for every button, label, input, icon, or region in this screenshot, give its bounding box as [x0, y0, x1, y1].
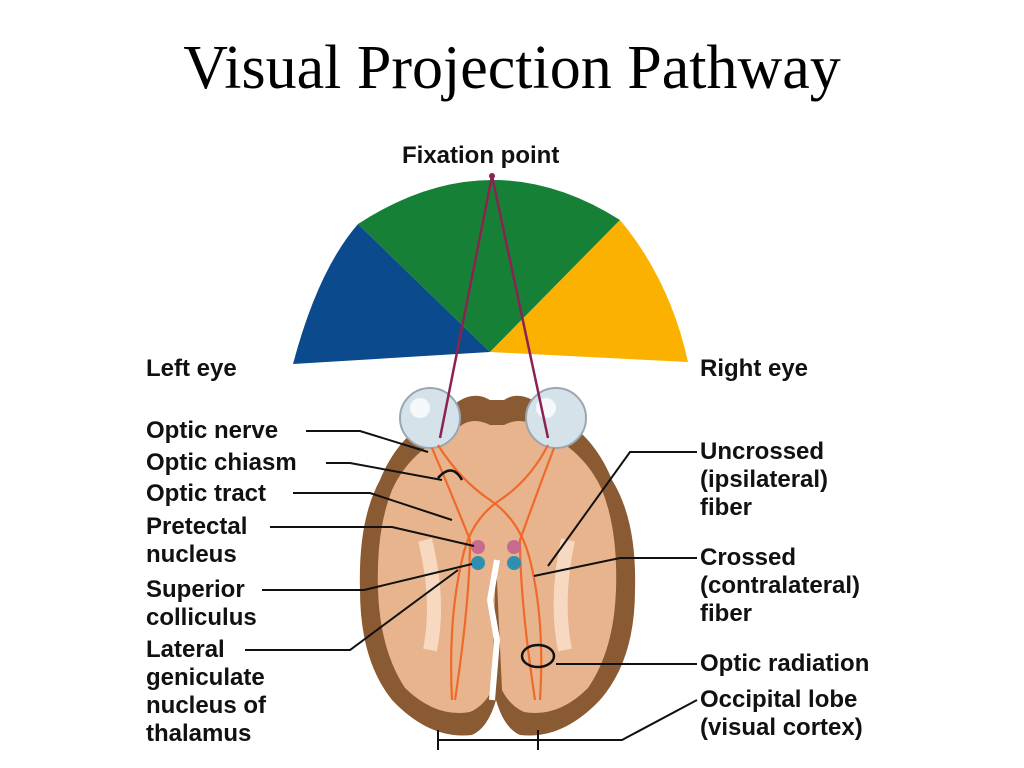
optic-chiasm-marker — [437, 469, 464, 481]
right-eyeball — [525, 387, 587, 449]
superior-colliculus-label: Superior colliculus — [146, 576, 257, 631]
fixation-dot — [489, 173, 495, 179]
slide-title: Visual Projection Pathway — [183, 34, 841, 102]
right-visual-field — [490, 220, 688, 362]
left-eye-label: Left eye — [146, 355, 237, 382]
leader-lines — [245, 430, 698, 750]
crossed-fiber-label: Crossed (contralateral) fiber — [700, 544, 861, 627]
nuclei — [471, 540, 521, 570]
occipital-lobe-label: Occipital lobe (visual cortex) — [700, 686, 863, 741]
fixation-point-label: Fixation point — [402, 142, 560, 169]
brain-illustration — [359, 395, 636, 736]
left-visual-field — [293, 224, 490, 364]
left-eyeball — [399, 387, 461, 449]
lateral-geniculate-label: Lateral geniculate nucleus of thalamus — [146, 636, 267, 747]
central-visual-field — [358, 179, 620, 352]
optic-radiation-marker — [520, 643, 556, 669]
right-eye-label: Right eye — [700, 355, 809, 382]
optic-chiasm-label: Optic chiasm — [146, 449, 297, 476]
optic-nerve-label: Optic nerve — [146, 417, 279, 444]
pretectal-nucleus-label: Pretectal nucleus — [146, 513, 248, 568]
uncrossed-fiber-label: Uncrossed (ipsilateral) fiber — [700, 438, 829, 521]
optic-tract-label: Optic tract — [146, 480, 267, 507]
fixation-lines — [438, 175, 550, 439]
optic-radiation-label: Optic radiation — [700, 650, 870, 677]
